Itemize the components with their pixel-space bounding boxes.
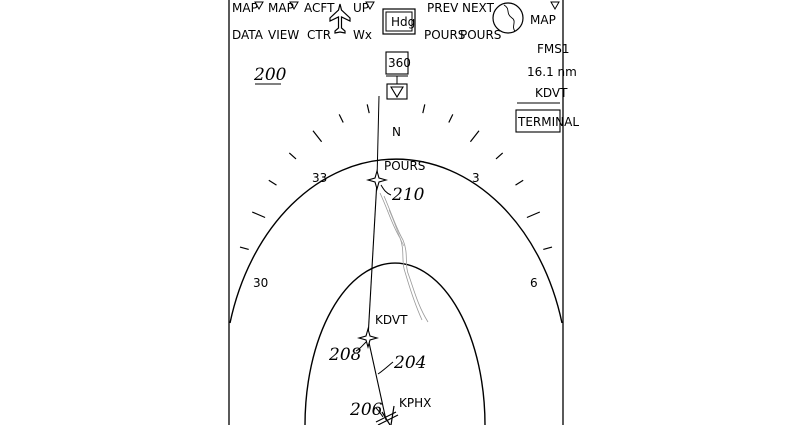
route-leg-heading xyxy=(376,95,380,181)
up-wx-button[interactable]: UP Wx xyxy=(353,1,375,42)
pours-waypoint-icon xyxy=(365,168,389,192)
aircraft-icon xyxy=(329,3,351,34)
route-leg-kdvt-kphx xyxy=(367,337,387,421)
map-button[interactable]: MAP xyxy=(530,1,560,27)
route-reference-leader xyxy=(377,361,394,375)
acft-ctr-label-top: ACFT xyxy=(304,1,335,15)
next-pours-button[interactable]: NEXT POURS xyxy=(460,1,501,42)
compass-tick xyxy=(288,152,297,160)
compass-north-label: N xyxy=(392,125,401,139)
figure-reference-numeral: 200 xyxy=(253,65,287,85)
compass-label-6: 6 xyxy=(530,276,538,290)
map-label: MAP xyxy=(530,13,556,27)
map-view-button[interactable]: MAP VIEW xyxy=(268,1,299,42)
dropdown-triangle-icon xyxy=(550,1,560,11)
compass-label-3: 3 xyxy=(472,171,480,185)
kdvt-waypoint-icon xyxy=(356,326,380,350)
heading-readout-box xyxy=(385,51,409,75)
map-data-label-top: MAP xyxy=(232,1,258,15)
prev-pours-label-top: PREV xyxy=(427,1,459,15)
compass-tick xyxy=(422,104,426,114)
map-data-button[interactable]: MAP DATA xyxy=(232,1,264,42)
terminal-mode-label: TERMINAL xyxy=(517,115,579,129)
kdvt-waypoint-label: KDVT xyxy=(375,313,408,327)
terrain-contour xyxy=(388,209,405,247)
acft-ctr-label-bottom: CTR xyxy=(307,28,331,42)
compass-tick xyxy=(251,211,266,219)
heading-mode-inner-box xyxy=(385,11,413,32)
kphx-reference-leader xyxy=(375,407,384,418)
map-data-label-bottom: DATA xyxy=(232,28,264,42)
prev-pours-button[interactable]: PREV POURS xyxy=(424,1,465,42)
compass-tick xyxy=(495,152,504,160)
aircraft-center-button[interactable]: ACFT CTR xyxy=(304,1,351,42)
compass-label-33: 33 xyxy=(312,171,327,185)
prev-pours-label-bottom: POURS xyxy=(424,28,465,42)
range-ring xyxy=(304,262,486,426)
pours-reference-numeral: 210 xyxy=(391,185,425,205)
compass-tick xyxy=(338,114,344,123)
map-view-label-top: MAP xyxy=(268,1,294,15)
active-waypoint-readout: KDVT xyxy=(535,86,568,100)
dropdown-triangle-icon xyxy=(289,1,299,11)
up-wx-label-bottom: Wx xyxy=(353,28,372,42)
heading-readout: 360 xyxy=(388,56,411,70)
globe-continent-outline xyxy=(503,4,516,32)
compass-tick xyxy=(268,179,277,186)
globe-button[interactable] xyxy=(492,2,524,34)
kphx-reference-numeral: 206 xyxy=(349,400,383,420)
kdvt-reference-numeral: 208 xyxy=(328,345,362,365)
pours-waypoint-label: POURS xyxy=(384,159,425,173)
heading-mode-label: Hdg xyxy=(391,15,415,29)
next-pours-label-top: NEXT xyxy=(462,1,495,15)
heading-mode-button[interactable]: Hdg xyxy=(382,8,416,35)
map-view-label-bottom: VIEW xyxy=(268,28,299,42)
distance-readout: 16.1 nm xyxy=(527,65,577,79)
kphx-airport-label: KPHX xyxy=(399,396,431,410)
terrain-contour xyxy=(379,192,423,321)
fms-source-label: FMS1 xyxy=(537,42,570,56)
pours-reference-leader xyxy=(380,184,392,196)
terrain-contour xyxy=(383,195,429,323)
compass-arc xyxy=(229,158,563,324)
compass-tick xyxy=(469,130,480,143)
globe-icon xyxy=(492,2,524,34)
compass-ticks xyxy=(239,104,553,250)
next-pours-label-bottom: POURS xyxy=(460,28,501,42)
up-wx-label-top: UP xyxy=(353,1,369,15)
compass-tick xyxy=(515,179,524,186)
compass-tick xyxy=(239,246,249,250)
heading-pointer-icon xyxy=(390,86,404,99)
terminal-mode-box xyxy=(515,109,561,133)
route-leg-pours-kdvt xyxy=(367,179,378,339)
compass-tick xyxy=(526,211,541,219)
kphx-airport-icon xyxy=(375,405,399,426)
compass-tick xyxy=(312,130,323,143)
compass-label-30: 30 xyxy=(253,276,268,290)
dropdown-triangle-icon xyxy=(254,1,264,11)
compass-tick xyxy=(543,246,553,250)
compass-tick xyxy=(366,104,370,114)
heading-mode-box xyxy=(382,8,416,35)
terminal-mode-button[interactable]: TERMINAL xyxy=(515,109,579,133)
compass-tick xyxy=(448,114,454,123)
route-reference-numeral: 204 xyxy=(393,353,426,373)
kdvt-reference-leader xyxy=(355,341,367,352)
dropdown-triangle-icon xyxy=(365,1,375,11)
